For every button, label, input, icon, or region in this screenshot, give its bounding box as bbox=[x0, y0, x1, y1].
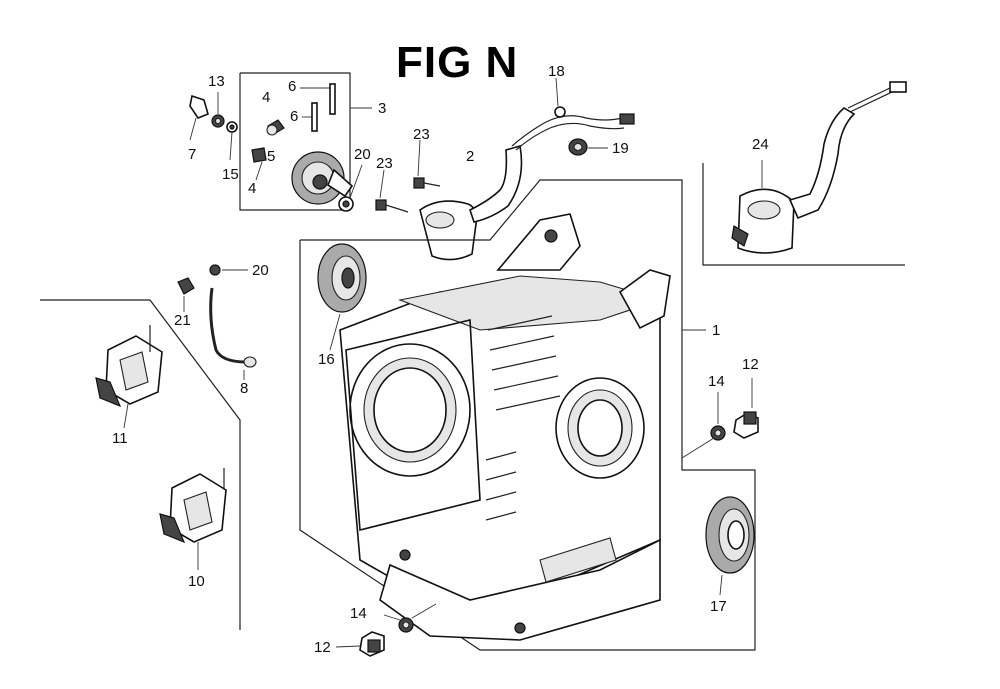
callout-5: 5 bbox=[267, 148, 276, 165]
callout-13: 13 bbox=[208, 73, 225, 90]
callout-7: 7 bbox=[188, 146, 197, 163]
callout-20: 20 bbox=[252, 262, 269, 279]
callout-4: 4 bbox=[248, 180, 257, 197]
crankcase-group bbox=[299, 179, 756, 651]
right-side-parts bbox=[335, 378, 759, 657]
callout-8: 8 bbox=[240, 380, 249, 397]
callout-11: 11 bbox=[112, 430, 128, 447]
callout-6: 6 bbox=[288, 78, 297, 95]
small-parts-7-13-15 bbox=[189, 92, 238, 161]
callout-1: 1 bbox=[712, 322, 721, 339]
part-24-box bbox=[702, 81, 907, 266]
callout-6: 6 bbox=[290, 108, 299, 125]
callout-4: 4 bbox=[262, 89, 271, 106]
oil-sensor-group bbox=[338, 77, 635, 261]
callout-21: 21 bbox=[174, 312, 191, 329]
callout-24: 24 bbox=[752, 136, 769, 153]
callout-14: 14 bbox=[350, 605, 367, 622]
callout-12: 12 bbox=[742, 356, 759, 373]
oil-pump-group bbox=[239, 72, 372, 211]
callout-14: 14 bbox=[708, 373, 725, 390]
callout-23: 23 bbox=[413, 126, 430, 143]
callout-12: 12 bbox=[314, 639, 331, 656]
callout-17: 17 bbox=[710, 598, 727, 615]
callout-23: 23 bbox=[376, 155, 393, 172]
callout-3: 3 bbox=[378, 100, 387, 117]
left-side-parts bbox=[40, 264, 257, 630]
callout-2: 2 bbox=[466, 148, 475, 165]
callout-10: 10 bbox=[188, 573, 205, 590]
callout-20: 20 bbox=[354, 146, 371, 163]
callout-15: 15 bbox=[222, 166, 239, 183]
callout-18: 18 bbox=[548, 63, 565, 80]
callout-16: 16 bbox=[318, 351, 335, 368]
figure-title: FIG N bbox=[396, 38, 519, 87]
callout-19: 19 bbox=[612, 140, 629, 157]
